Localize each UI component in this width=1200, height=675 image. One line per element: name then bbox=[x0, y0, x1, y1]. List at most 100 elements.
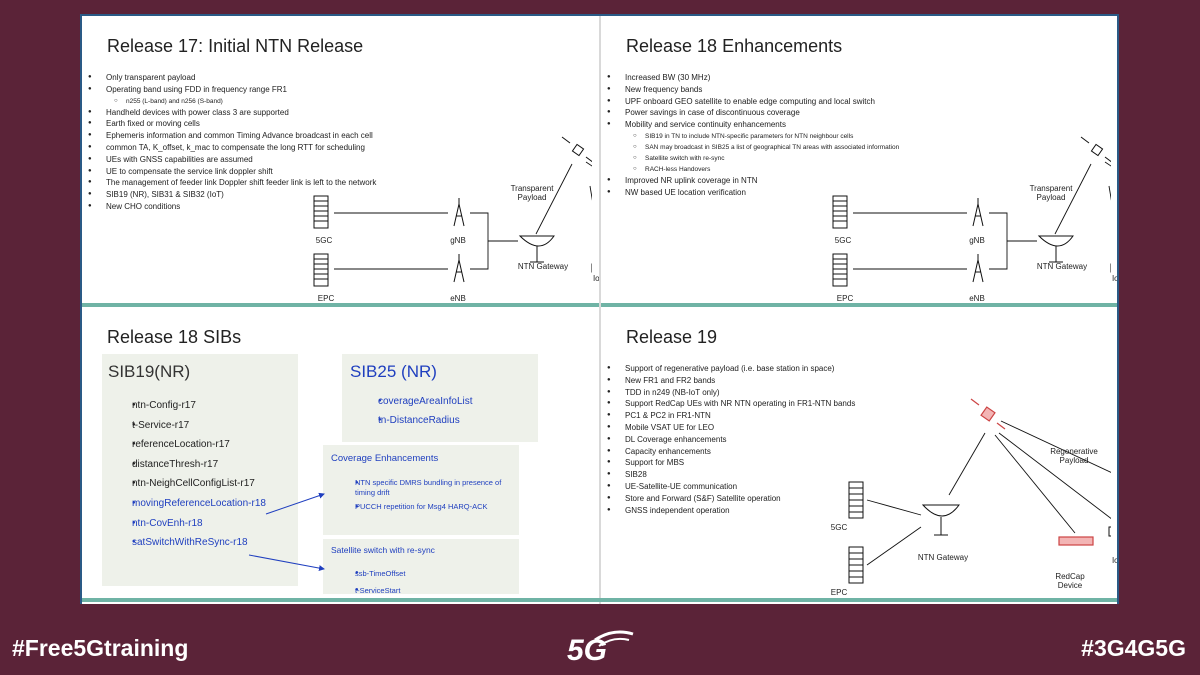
sib19-item: ntn-Config-r17 bbox=[102, 396, 266, 416]
bullet: UE-Satellite-UE communication bbox=[601, 481, 855, 493]
5g-logo: 5G bbox=[555, 618, 645, 668]
bullet: PC1 & PC2 in FR1-NTN bbox=[601, 410, 855, 422]
release18-panel: Release 18 Enhancements Increased BW (30… bbox=[601, 16, 1117, 304]
bullet: New CHO conditions bbox=[82, 201, 376, 213]
ntn-gateway-label: NTN Gateway bbox=[1036, 262, 1088, 271]
bullet: Only transparent payload bbox=[82, 72, 376, 84]
sib19-item-r18: satSwitchWithReSync-r18 bbox=[102, 533, 266, 553]
release18-sibs-panel: Release 18 SIBs SIB19(NR) ntn-Config-r17… bbox=[82, 307, 599, 604]
sub-bullet: SIB19 in TN to include NTN-specific para… bbox=[601, 131, 899, 142]
sibs-title: Release 18 SIBs bbox=[107, 327, 242, 347]
sib25-item: tn-DistanceRadius bbox=[342, 411, 473, 430]
core-epc-label: EPC bbox=[317, 294, 335, 303]
slide-frame: Release 17: Initial NTN Release Only tra… bbox=[80, 14, 1119, 604]
vertical-separator bbox=[599, 16, 601, 604]
sib25-title: SIB25 (NR) bbox=[350, 362, 437, 381]
regenerative-payload-label: Regenerative Payload bbox=[1050, 447, 1098, 465]
bullet: Power savings in case of discontinuous c… bbox=[601, 107, 899, 119]
ntn-gateway-label: NTN Gateway bbox=[517, 262, 569, 271]
release18-bullets: Increased BW (30 MHz) New frequency band… bbox=[601, 72, 899, 199]
bullet: DL Coverage enhancements bbox=[601, 434, 855, 446]
sib-arrows bbox=[248, 492, 325, 572]
sub-bullet: SAN may broadcast in SIB25 a list of geo… bbox=[601, 142, 899, 153]
ntn-diagram bbox=[292, 86, 592, 304]
bullet: Handheld devices with power class 3 are … bbox=[82, 107, 376, 119]
sib19-title: SIB19(NR) bbox=[108, 362, 191, 381]
payload-label: Transparent Payload bbox=[510, 184, 554, 202]
bullet: Increased BW (30 MHz) bbox=[601, 72, 899, 84]
iot-device-label: IoT Device bbox=[1111, 556, 1117, 565]
iot-label: IoT Device bbox=[592, 274, 599, 283]
sib19-item: ntn-NeighCellConfigList-r17 bbox=[102, 474, 266, 494]
5g-logo-text: 5G bbox=[567, 634, 608, 667]
sib19-item: t-Service-r17 bbox=[102, 416, 266, 436]
footer-hashtag-right: #3G4G5G bbox=[1081, 635, 1186, 661]
bullet: SIB28 bbox=[601, 469, 855, 481]
bullet: Operating band using FDD in frequency ra… bbox=[82, 84, 376, 96]
bullet: SIB19 (NR), SIB31 & SIB32 (IoT) bbox=[82, 189, 376, 201]
coverage-title: Coverage Enhancements bbox=[331, 453, 439, 464]
bullet: Improved NR uplink coverage in NTN bbox=[601, 175, 899, 187]
core-5gc-label: 5GC bbox=[315, 236, 333, 245]
bullet: common TA, K_offset, k_mac to compensate… bbox=[82, 142, 376, 154]
bullet: Ephemeris information and common Timing … bbox=[82, 130, 376, 142]
core-5gc-label: 5GC bbox=[830, 523, 848, 532]
sib19-box: SIB19(NR) ntn-Config-r17 t-Service-r17 r… bbox=[102, 354, 298, 586]
core-epc-label: EPC bbox=[830, 588, 848, 597]
bullet: Support of regenerative payload (i.e. ba… bbox=[601, 363, 855, 375]
bottom-bar bbox=[82, 598, 1117, 602]
core-epc-label: EPC bbox=[836, 294, 854, 303]
bullet: Support for MBS bbox=[601, 457, 855, 469]
release17-bullets: Only transparent payload Operating band … bbox=[82, 72, 376, 213]
release17-title: Release 17: Initial NTN Release bbox=[107, 36, 364, 56]
gnb-label: gNB bbox=[450, 236, 466, 245]
release19-panel: Release 19 Support of regenerative paylo… bbox=[601, 307, 1117, 604]
bullet: GNSS independent operation bbox=[601, 505, 855, 517]
5g-logo-icon bbox=[594, 630, 634, 647]
bullet: Capacity enhancements bbox=[601, 446, 855, 458]
coverage-enhancements-box: Coverage Enhancements NTN specific DMRS … bbox=[323, 445, 519, 535]
sub-bullet: RACH-less Handovers bbox=[601, 164, 899, 175]
satellite-switch-box: Satellite switch with re-sync ssb-TimeOf… bbox=[323, 539, 519, 599]
sib19-item-r18: movingReferenceLocation-r18 bbox=[102, 494, 266, 514]
enb-label: eNB bbox=[969, 294, 985, 303]
redcap-device-label: RedCap Device bbox=[1055, 572, 1085, 590]
bullet: TDD in n249 (NB-IoT only) bbox=[601, 387, 855, 399]
ntn-diagram bbox=[811, 86, 1111, 304]
ntn-gateway-label: NTN Gateway bbox=[917, 553, 969, 562]
bullet: UEs with GNSS capabilities are assumed bbox=[82, 154, 376, 166]
release17-panel: Release 17: Initial NTN Release Only tra… bbox=[82, 16, 599, 304]
satellite-switch-title: Satellite switch with re-sync bbox=[331, 545, 435, 555]
release19-bullets: Support of regenerative payload (i.e. ba… bbox=[601, 363, 855, 516]
bullet: New FR1 and FR2 bands bbox=[601, 375, 855, 387]
sib19-item-r18: ntn-CovEnh-r18 bbox=[102, 514, 266, 534]
core-5gc-label: 5GC bbox=[834, 236, 852, 245]
release19-diagram bbox=[848, 398, 1111, 584]
sub-bullet: Satellite switch with re-sync bbox=[601, 153, 899, 164]
sub-bullet: n255 (L-band) and n256 (S-band) bbox=[82, 96, 376, 107]
satellite-switch-item: ssb-TimeOffset bbox=[323, 565, 405, 582]
sib25-list: coverageAreaInfoList tn-DistanceRadius bbox=[342, 392, 473, 430]
release18-title: Release 18 Enhancements bbox=[626, 36, 843, 56]
sib25-item: coverageAreaInfoList bbox=[342, 392, 473, 411]
iot-label: IoT Device bbox=[1111, 274, 1117, 283]
bullet: New frequency bands bbox=[601, 84, 899, 96]
bullet: Mobile VSAT UE for LEO bbox=[601, 422, 855, 434]
enb-label: eNB bbox=[450, 294, 466, 303]
footer-hashtag-left: #Free5Gtraining bbox=[12, 635, 189, 661]
bullet: Earth fixed or moving cells bbox=[82, 118, 376, 130]
sib19-item: distanceThresh-r17 bbox=[102, 455, 266, 475]
bullet: Support RedCap UEs with NR NTN operating… bbox=[601, 398, 855, 410]
sib19-item: referenceLocation-r17 bbox=[102, 435, 266, 455]
bullet: UE to compensate the service link dopple… bbox=[82, 166, 376, 178]
bullet: UPF onboard GEO satellite to enable edge… bbox=[601, 96, 899, 108]
bullet: The management of feeder link Doppler sh… bbox=[82, 177, 376, 189]
release19-title: Release 19 bbox=[626, 327, 718, 347]
bullet: NW based UE location verification bbox=[601, 187, 899, 199]
bullet: Mobility and service continuity enhancem… bbox=[601, 119, 899, 131]
sib25-box: SIB25 (NR) coverageAreaInfoList tn-Dista… bbox=[342, 354, 538, 442]
coverage-item: PUCCH repetition for Msg4 HARQ-ACK bbox=[323, 502, 505, 512]
satellite-switch-item: t-ServiceStart bbox=[323, 582, 405, 599]
bullet: Store and Forward (S&F) Satellite operat… bbox=[601, 493, 855, 505]
satellite-switch-list: ssb-TimeOffset t-ServiceStart bbox=[323, 565, 405, 599]
